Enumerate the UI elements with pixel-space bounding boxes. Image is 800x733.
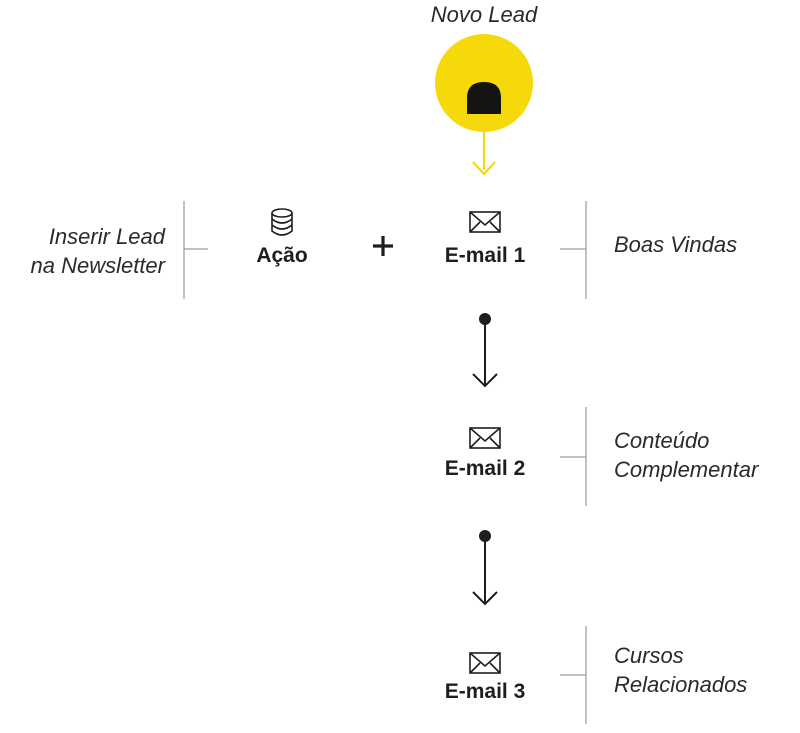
- email-2-description: Conteúdo Complementar: [614, 426, 800, 484]
- email-3-description-line1: Cursos: [614, 643, 684, 668]
- email-3-label: E-mail 3: [444, 680, 526, 703]
- trigger-label: Novo Lead: [430, 2, 538, 27]
- email-2-description-line1: Conteúdo: [614, 428, 710, 453]
- email-2-description-line2: Complementar: [614, 457, 759, 482]
- database-icon: [271, 208, 293, 236]
- trigger-arrow-head: [472, 161, 496, 176]
- action-description-line1: Inserir Lead: [48, 224, 165, 249]
- action-description: Inserir Lead na Newsletter: [0, 222, 165, 280]
- person-icon: [467, 82, 501, 114]
- email-1-description: Boas Vindas: [614, 230, 800, 259]
- email-3-description-line2: Relacionados: [614, 672, 748, 697]
- action-description-line2: na Newsletter: [30, 253, 165, 278]
- email-1-icon: [469, 211, 501, 233]
- connector-2: [472, 530, 498, 606]
- email-1-description-line1: Boas Vindas: [614, 232, 738, 257]
- plus-icon: [373, 236, 393, 256]
- action-label: Ação: [256, 244, 308, 267]
- email-3-description: Cursos Relacionados: [614, 641, 800, 699]
- email-3-icon: [469, 652, 501, 674]
- connector-1: [472, 313, 498, 388]
- email-2-icon: [469, 427, 501, 449]
- trigger-node: [435, 34, 533, 176]
- email-2-label: E-mail 2: [444, 457, 526, 480]
- email-1-label: E-mail 1: [444, 244, 526, 267]
